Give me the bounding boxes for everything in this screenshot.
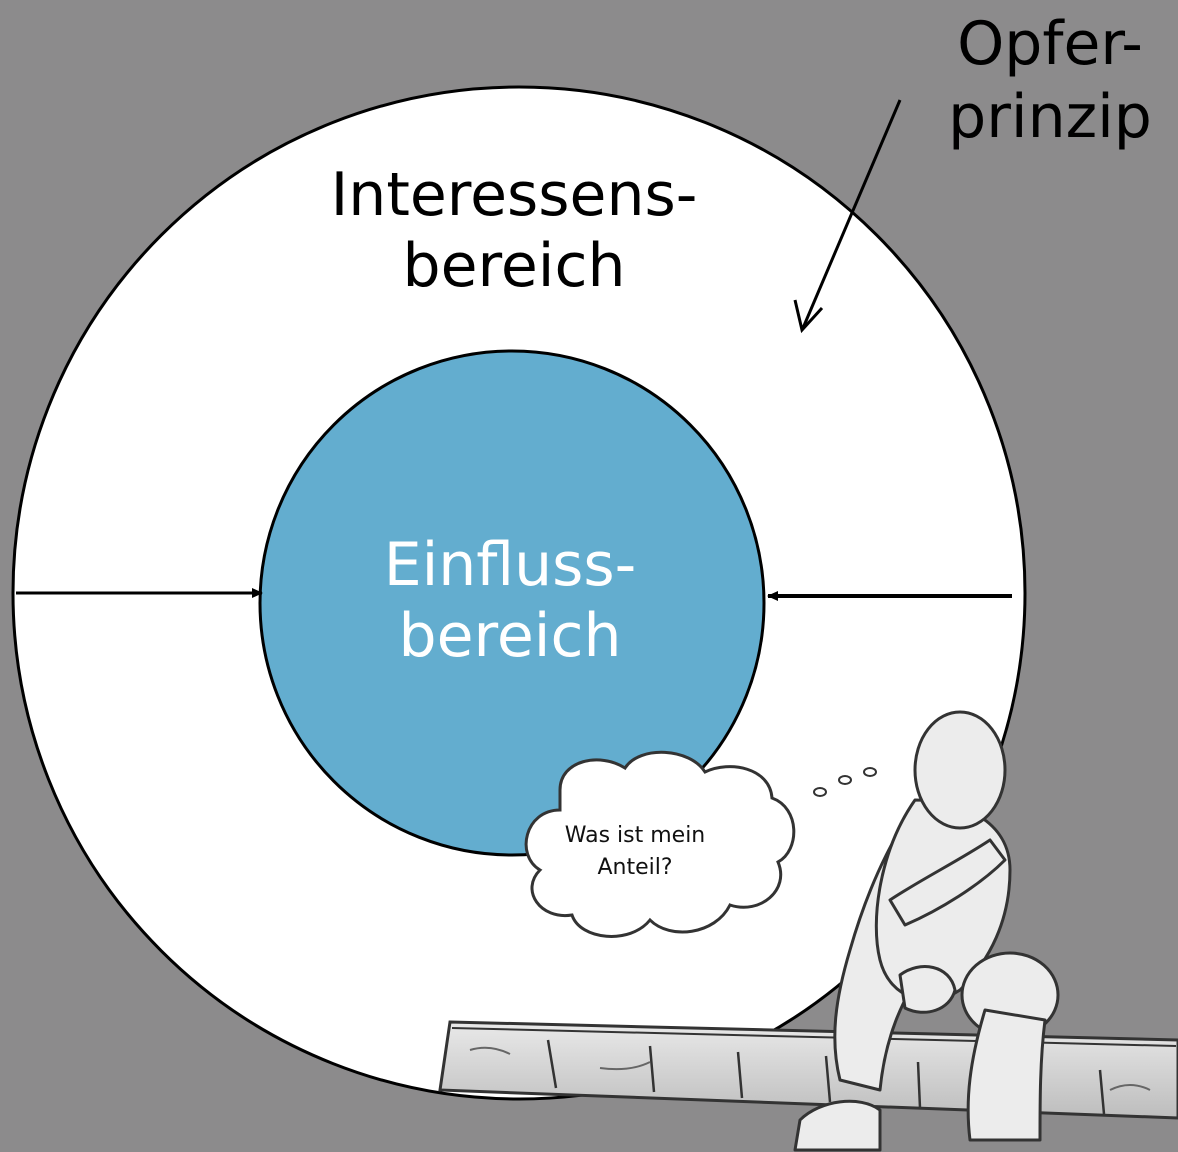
thought-bubble-line2: Anteil? [597, 854, 673, 880]
victim-principle-label-line1: Opfer- [957, 9, 1143, 79]
interest-area-label-line1: Interessens- [330, 160, 698, 230]
interest-area-label: Interessens- bereich [294, 160, 734, 302]
victim-principle-label-line2: prinzip [948, 82, 1152, 153]
influence-area-label-line2: bereich [398, 600, 622, 671]
interest-area-label-line2: bereich [402, 230, 626, 301]
thought-bubble [524, 750, 877, 938]
victim-principle-label: Opfer- prinzip [930, 8, 1170, 154]
influence-area-label: Einfluss- bereich [340, 530, 680, 672]
thought-bubble-text: Was ist mein Anteil? [545, 820, 725, 884]
thought-bubble-line1: Was ist mein [564, 823, 706, 848]
victim-principle-arrow [793, 99, 902, 334]
thinking-figure [793, 710, 1060, 1152]
influence-area-label-line1: Einfluss- [383, 530, 637, 600]
curb-illustration [438, 1020, 1178, 1120]
influence-circle [258, 349, 766, 857]
